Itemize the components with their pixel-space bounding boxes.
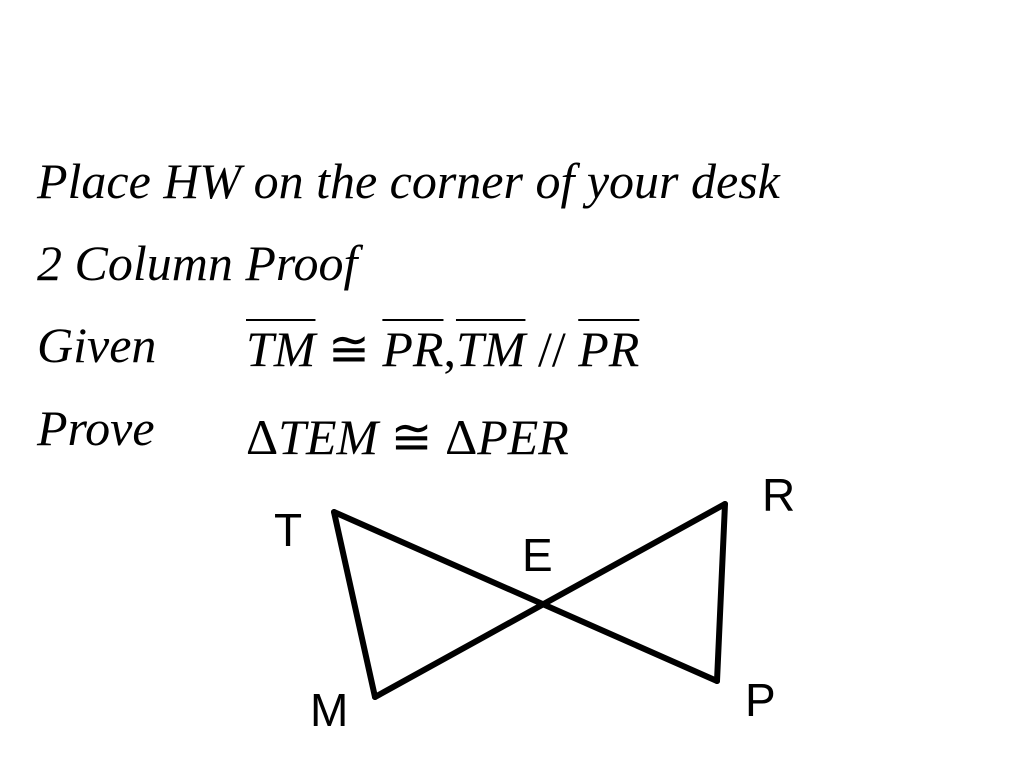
point-label-p: P bbox=[745, 674, 776, 726]
prove-label: Prove bbox=[37, 400, 155, 456]
point-label-r: R bbox=[762, 469, 795, 521]
proof-title: 2 Column Proof bbox=[37, 235, 358, 291]
parallel-symbol: // bbox=[537, 321, 566, 377]
point-label-m: M bbox=[310, 684, 348, 736]
segment-tm-2: TM bbox=[455, 321, 526, 377]
segment-tm: TM bbox=[246, 321, 316, 377]
segment-t-p bbox=[331, 509, 720, 684]
triangle-tem: TEM bbox=[278, 409, 379, 465]
prove-statement: ΔTEM ≅ ΔPER bbox=[246, 412, 569, 462]
comma: , bbox=[443, 321, 456, 377]
triangle-symbol: Δ bbox=[246, 409, 279, 465]
triangle-symbol-2: Δ bbox=[445, 409, 478, 465]
segment-pr: PR bbox=[382, 321, 444, 377]
segment-t-m bbox=[331, 509, 378, 700]
figure-lines bbox=[331, 501, 728, 700]
given-label: Given bbox=[37, 317, 157, 373]
instruction-text: Place HW on the corner of your desk bbox=[37, 153, 780, 209]
segment-pr-2: PR bbox=[578, 321, 640, 377]
point-label-e: E bbox=[522, 529, 553, 581]
segment-m-r bbox=[372, 501, 728, 700]
given-statement: TM ≅ PR,TM // PR bbox=[246, 324, 639, 374]
congruent-symbol-2: ≅ bbox=[390, 409, 433, 465]
segment-r-p bbox=[714, 501, 728, 684]
point-label-t: T bbox=[274, 504, 302, 556]
triangle-per: PER bbox=[477, 409, 569, 465]
congruent-symbol: ≅ bbox=[327, 321, 370, 377]
